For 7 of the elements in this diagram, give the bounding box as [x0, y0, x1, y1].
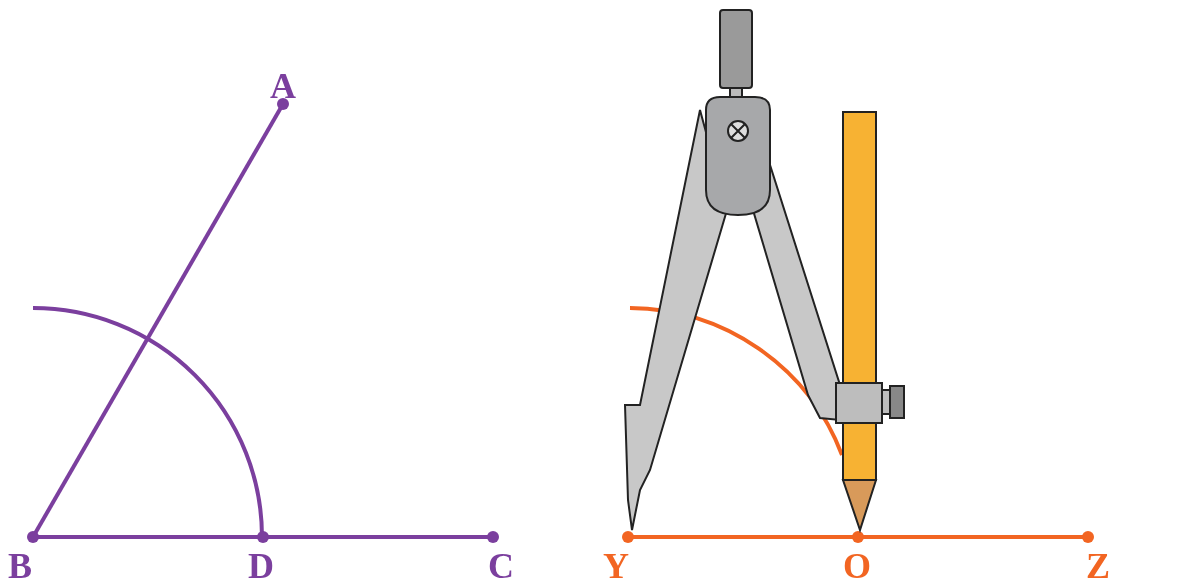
point-label: O — [843, 548, 871, 584]
point-label: B — [8, 548, 32, 584]
point-label: C — [488, 548, 514, 584]
point-label: A — [270, 68, 296, 104]
point-label: D — [248, 548, 274, 584]
point-label: Y — [603, 548, 629, 584]
point-label: Z — [1086, 548, 1110, 584]
